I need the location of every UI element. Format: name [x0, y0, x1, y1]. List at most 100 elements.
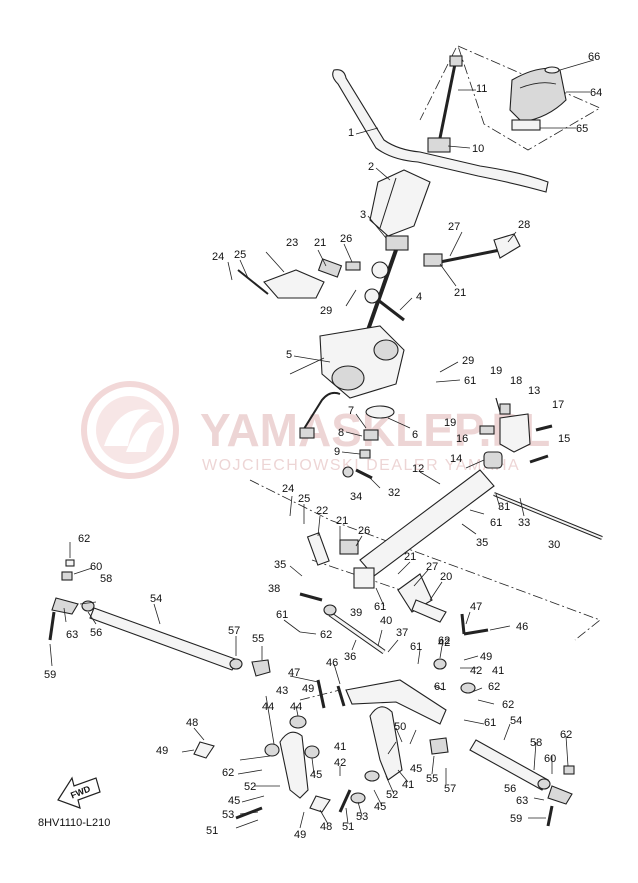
callout-45b: 45	[228, 795, 240, 807]
callout-52a: 52	[244, 781, 256, 793]
callout-46a: 46	[326, 657, 338, 669]
callout-26b: 26	[358, 525, 370, 537]
callout-61g: 61	[484, 717, 496, 729]
handlebar-cover	[509, 67, 567, 123]
yamaha-tuning-fork-logo-icon	[81, 381, 179, 479]
callouts: 1 2 3 4 5 6 7 8 9 10 11 12 13 14 15 16 1…	[44, 51, 602, 841]
callout-56b: 56	[504, 783, 516, 795]
callout-6: 6	[412, 429, 418, 441]
callout-58b: 58	[530, 737, 542, 749]
callout-62a: 62	[78, 533, 90, 545]
callout-2: 2	[368, 161, 374, 173]
callout-8: 8	[338, 427, 344, 439]
callout-17: 17	[552, 399, 564, 411]
cover-pad	[511, 119, 541, 131]
left-bracket	[237, 258, 361, 299]
callout-19a: 19	[490, 365, 502, 377]
forward-arrow-icon: FWD	[57, 776, 101, 809]
steering-gearbox	[289, 325, 405, 439]
callout-26a: 26	[340, 233, 352, 245]
callout-61d: 61	[276, 609, 288, 621]
tie-rod-end-center	[342, 466, 373, 480]
callout-35b: 35	[274, 559, 286, 571]
callout-47a: 47	[288, 667, 300, 679]
callout-21c: 21	[336, 515, 348, 527]
callout-63b: 63	[516, 795, 528, 807]
callout-55b: 55	[426, 773, 438, 785]
callout-59a: 59	[44, 669, 56, 681]
left-arm	[264, 715, 320, 799]
callout-65: 65	[576, 123, 588, 135]
callout-1: 1	[348, 127, 354, 139]
callout-19b: 19	[444, 417, 456, 429]
callout-4: 4	[416, 291, 422, 303]
callout-49b: 49	[302, 683, 314, 695]
callout-41c: 41	[402, 779, 414, 791]
callout-64: 64	[590, 87, 602, 99]
callout-18: 18	[510, 375, 522, 387]
callout-21b: 21	[454, 287, 466, 299]
callout-61e: 61	[410, 641, 422, 653]
callout-51b: 51	[342, 821, 354, 833]
callout-54a: 54	[150, 593, 162, 605]
callout-28: 28	[518, 219, 530, 231]
callout-32: 32	[388, 487, 400, 499]
callout-53b: 53	[356, 811, 368, 823]
washer-53	[350, 792, 366, 804]
drawing-code: 8HV1110-L210	[38, 817, 110, 829]
callout-66: 66	[588, 51, 600, 63]
callout-61c: 61	[374, 601, 386, 613]
nut-39	[323, 604, 337, 616]
callout-58a: 58	[100, 573, 112, 585]
callout-20: 20	[440, 571, 452, 583]
bolt-38	[299, 592, 323, 602]
bushing-48-left	[193, 741, 215, 759]
watermark-subtitle: WOJCIECHOWSKI DEALER YAMAHA	[202, 457, 520, 474]
callout-35a: 35	[476, 537, 488, 549]
callout-24a: 24	[212, 251, 224, 263]
callout-45d: 45	[410, 763, 422, 775]
callout-59b: 59	[510, 813, 522, 825]
callout-14: 14	[450, 453, 462, 465]
callout-30: 30	[548, 539, 560, 551]
callout-61a: 61	[464, 375, 476, 387]
callout-47b: 47	[470, 601, 482, 613]
steering-shaft	[364, 235, 409, 331]
callout-62e: 62	[222, 767, 234, 779]
callout-36: 36	[344, 651, 356, 663]
right-pivot-bracket	[479, 397, 553, 464]
callout-57a: 57	[228, 625, 240, 637]
callout-42c: 42	[334, 757, 346, 769]
callout-5: 5	[286, 349, 292, 361]
washer-45	[364, 770, 380, 782]
callout-23: 23	[286, 237, 298, 249]
lower-bracket	[306, 532, 447, 623]
callout-42b: 42	[470, 665, 482, 677]
callout-49c: 49	[480, 651, 492, 663]
callout-54b: 54	[510, 715, 522, 727]
right-bracket	[423, 233, 521, 267]
washer-42-right	[433, 658, 447, 670]
upper-column	[369, 169, 431, 237]
callout-49a: 49	[156, 745, 168, 757]
bushing-48-right	[309, 795, 331, 813]
handlebar	[332, 69, 549, 193]
callout-40: 40	[380, 615, 392, 627]
clamp-bolt	[438, 55, 463, 139]
callout-34: 34	[350, 491, 362, 503]
leader-lines	[49, 59, 595, 829]
callout-62b: 62	[320, 629, 332, 641]
callout-52b: 52	[386, 789, 398, 801]
callout-29a: 29	[320, 305, 332, 317]
callout-63a: 63	[66, 629, 78, 641]
grommet	[544, 66, 560, 74]
callout-62g: 62	[438, 635, 450, 647]
bolt-46	[336, 685, 346, 707]
callout-43: 43	[276, 685, 288, 697]
callout-9: 9	[334, 446, 340, 458]
callout-53a: 53	[222, 809, 234, 821]
callout-13: 13	[528, 385, 540, 397]
callout-62d: 62	[502, 699, 514, 711]
callout-49d: 49	[294, 829, 306, 841]
